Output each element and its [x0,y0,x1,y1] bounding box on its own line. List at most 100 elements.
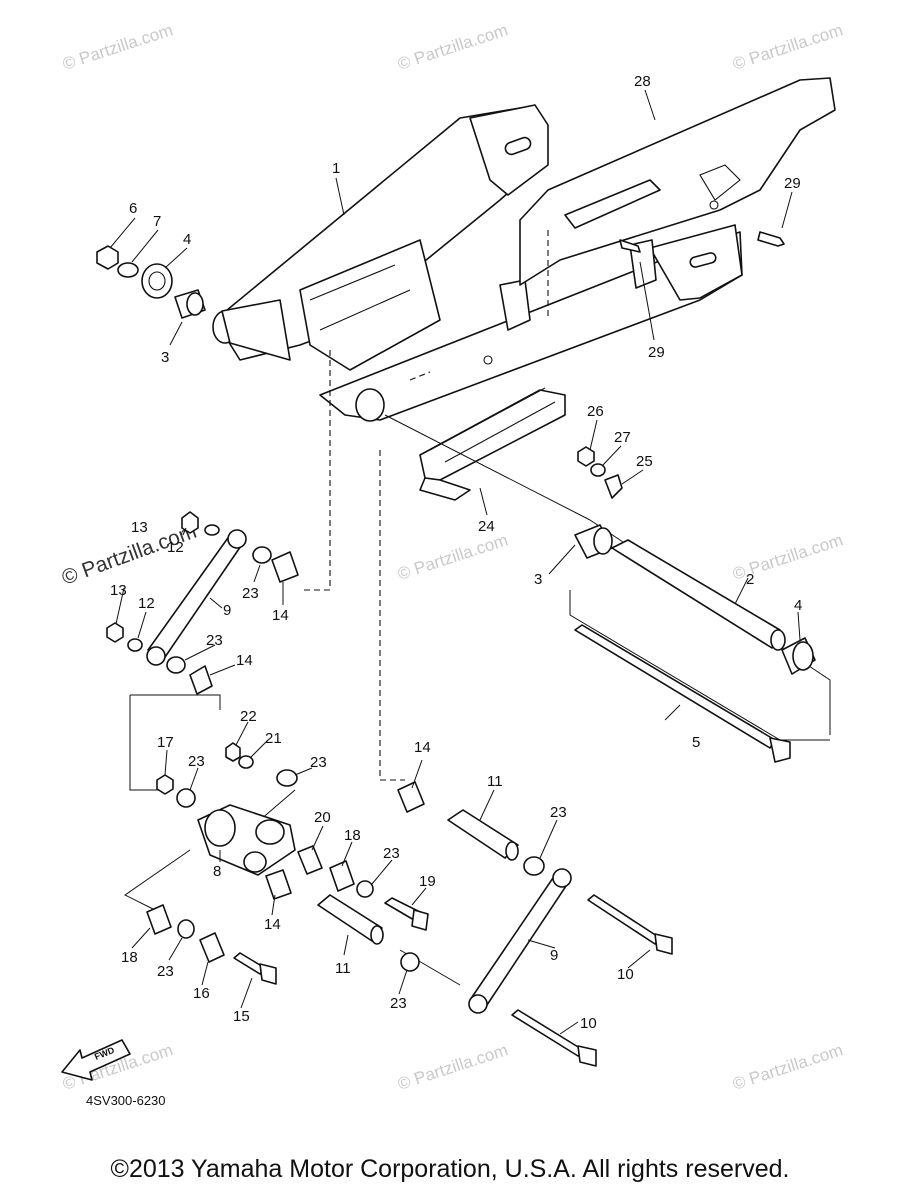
watermark: © Partzilla.com [60,20,175,73]
seal-icon [141,263,173,299]
bearing-icon [265,869,292,900]
callout: 17 [157,734,174,751]
bearing-icon [397,781,425,813]
callout: 29 [784,175,801,192]
callout: 23 [206,632,223,649]
callout: 4 [794,597,802,614]
axle-icon [611,539,781,649]
callout: 13 [110,582,127,599]
collar-icon [447,809,519,859]
callout: 14 [264,916,281,933]
callout: 14 [272,607,289,624]
collar-icon [166,656,186,674]
collar-icon [276,769,298,787]
callout: 8 [213,863,221,880]
washer-icon [127,638,143,652]
callout: 23 [550,804,567,821]
watermark: © Partzilla.com [730,1040,845,1093]
callout: 16 [193,985,210,1002]
leader-lines [109,89,801,1035]
collar-icon [400,952,420,972]
bearing-icon [146,904,172,935]
bearing-icon [271,551,299,583]
watermark: © Partzilla.com [730,20,845,73]
callout: 12 [138,595,155,612]
callout: 6 [129,200,137,217]
washer-icon [590,463,606,477]
nut-icon [577,446,595,467]
watermark: © Partzilla.com [395,20,510,73]
chain-guard-icon [519,77,836,286]
bearing-icon [329,860,355,892]
watermark: © Partzilla.com [395,1040,510,1093]
collar-icon [252,546,272,564]
hardware-layer [96,231,816,1067]
callout: 15 [233,1008,250,1025]
nut-icon [96,245,119,270]
washer-icon [204,524,220,536]
collar-icon [199,932,225,963]
callout: 18 [344,827,361,844]
callout: 23 [188,753,205,770]
collar-icon [176,788,196,808]
callout: 19 [419,873,436,890]
bolt-icon [619,239,641,253]
callout: 26 [587,403,604,420]
chain-slider-icon [419,387,566,501]
swingarm-icon [212,104,743,422]
bolt-icon [604,474,623,499]
bolt-icon [587,894,661,945]
collar-icon [317,894,383,942]
washer-icon [117,262,139,278]
callout: 9 [223,602,231,619]
callout: 24 [478,518,495,535]
bearing-icon [189,665,213,695]
collar-icon [297,845,323,875]
callout: 10 [617,966,634,983]
pivot-bolt-icon [574,624,776,749]
callout-labels: 28 1 29 6 7 4 3 29 26 27 25 24 13 12 13 … [110,73,802,1032]
callout: 9 [550,947,558,964]
watermark: © Partzilla.com [395,530,510,583]
callout: 3 [161,349,169,366]
nut-icon [181,511,199,534]
washer-icon [238,755,254,769]
nut-icon [106,622,124,643]
callout: 23 [383,845,400,862]
callout: 13 [131,519,148,536]
callout: 23 [157,963,174,980]
callout: 1 [332,160,340,177]
nut-icon [156,774,174,795]
callout: 27 [614,429,631,446]
callout: 12 [167,539,184,556]
callout: 2 [746,571,754,588]
callout: 14 [236,652,253,669]
callout: 5 [692,734,700,751]
callout: 21 [265,730,282,747]
callout: 10 [580,1015,597,1032]
callout: 23 [242,585,259,602]
copyright-footer: ©2013 Yamaha Motor Corporation, U.S.A. A… [110,1155,790,1183]
connecting-rod-icon [469,874,571,1009]
diagram-code: 4SV300-6230 [86,1093,166,1108]
callout: 25 [636,453,653,470]
callout: 22 [240,708,257,725]
callout: 7 [153,213,161,230]
bolt-icon [757,231,785,247]
callout: 11 [487,773,503,790]
callout: 23 [310,754,327,771]
callout: 4 [183,231,191,248]
callout: 3 [534,571,542,588]
callout: 20 [314,809,331,826]
callout: 18 [121,949,138,966]
callout: 11 [335,960,351,977]
collar-icon [523,856,545,876]
callout: 28 [634,73,651,90]
callout: 23 [390,995,407,1012]
collar-icon [356,880,374,898]
bolt-icon [511,1009,584,1057]
callout: 14 [414,739,431,756]
nut-icon [225,742,241,762]
